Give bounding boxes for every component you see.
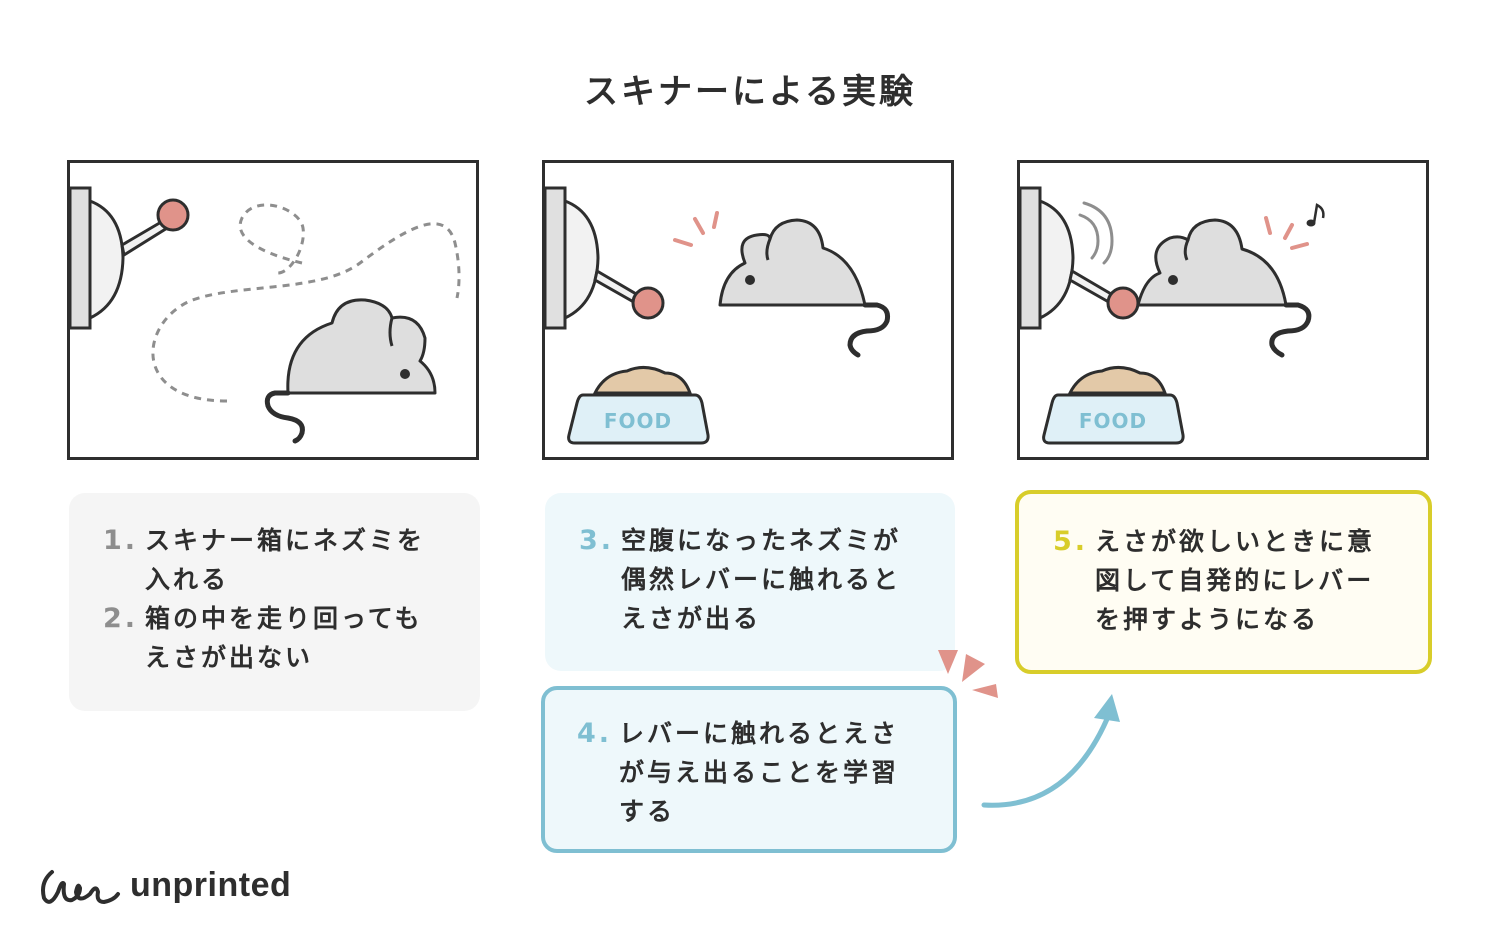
step-card-2: 3. 空腹になったネズミが偶然レバーに触れるとえさが出る <box>545 493 955 671</box>
logo-text: unprinted <box>130 865 292 904</box>
scene-panel-3: FOOD <box>1017 160 1429 460</box>
excite-lines-icon <box>1264 216 1309 250</box>
step-item: 3. 空腹になったネズミが偶然レバーに触れるとえさが出る <box>579 521 935 638</box>
food-bowl-icon: FOOD <box>1042 366 1185 445</box>
food-label: FOOD <box>1079 409 1147 433</box>
lever-ball <box>156 198 190 232</box>
step-number: 1. <box>103 525 139 556</box>
step-text: スキナー箱にネズミを入れる <box>145 526 426 594</box>
step-card-1: 1. スキナー箱にネズミを入れる 2. 箱の中を走り回ってもえさが出ない <box>69 493 480 711</box>
step-item: 5. えさが欲しいときに意図して自発的にレバーを押すようになる <box>1053 522 1408 639</box>
progress-arrow-icon <box>981 694 1120 808</box>
step-text: 箱の中を走り回ってもえさが出ない <box>145 604 423 672</box>
burst-icon <box>938 650 998 698</box>
music-note-icon <box>1306 203 1325 227</box>
surprise-lines-icon <box>673 211 719 247</box>
step-item: 1. スキナー箱にネズミを入れる <box>103 521 460 599</box>
step-card-3: 4. レバーに触れるとえさが与え出ることを学習する <box>541 686 957 853</box>
sound-waves-icon <box>1078 201 1114 265</box>
brand-logo: unprinted <box>38 862 291 908</box>
lever-device <box>545 186 665 330</box>
step-number: 4. <box>577 718 613 749</box>
step-number: 3. <box>579 525 615 556</box>
step-item: 2. 箱の中を走り回ってもえさが出ない <box>103 599 460 677</box>
food-bowl-icon: FOOD <box>567 366 710 445</box>
mouse-icon <box>264 298 437 444</box>
step-number: 2. <box>103 603 139 634</box>
wander-path <box>151 203 461 403</box>
step-text: レバーに触れるとえさが与え出ることを学習する <box>619 719 900 826</box>
lever-device <box>70 186 190 330</box>
lever-device <box>1020 186 1140 330</box>
mouse-icon <box>718 218 890 358</box>
lever-ball <box>631 286 665 320</box>
diagram-title: スキナーによる実験 <box>584 72 916 112</box>
logo-script-icon <box>41 870 120 904</box>
step-text: 空腹になったネズミが偶然レバーに触れるとえさが出る <box>621 526 902 633</box>
scene-panel-1 <box>67 160 479 460</box>
step-card-4: 5. えさが欲しいときに意図して自発的にレバーを押すようになる <box>1015 490 1432 674</box>
food-label: FOOD <box>604 409 672 433</box>
step-item: 4. レバーに触れるとえさが与え出ることを学習する <box>577 714 933 831</box>
step-number: 5. <box>1053 526 1089 557</box>
mouse-icon <box>1136 218 1312 358</box>
scene-panel-2: FOOD <box>542 160 954 460</box>
step-text: えさが欲しいときに意図して自発的にレバーを押すようになる <box>1095 527 1376 634</box>
